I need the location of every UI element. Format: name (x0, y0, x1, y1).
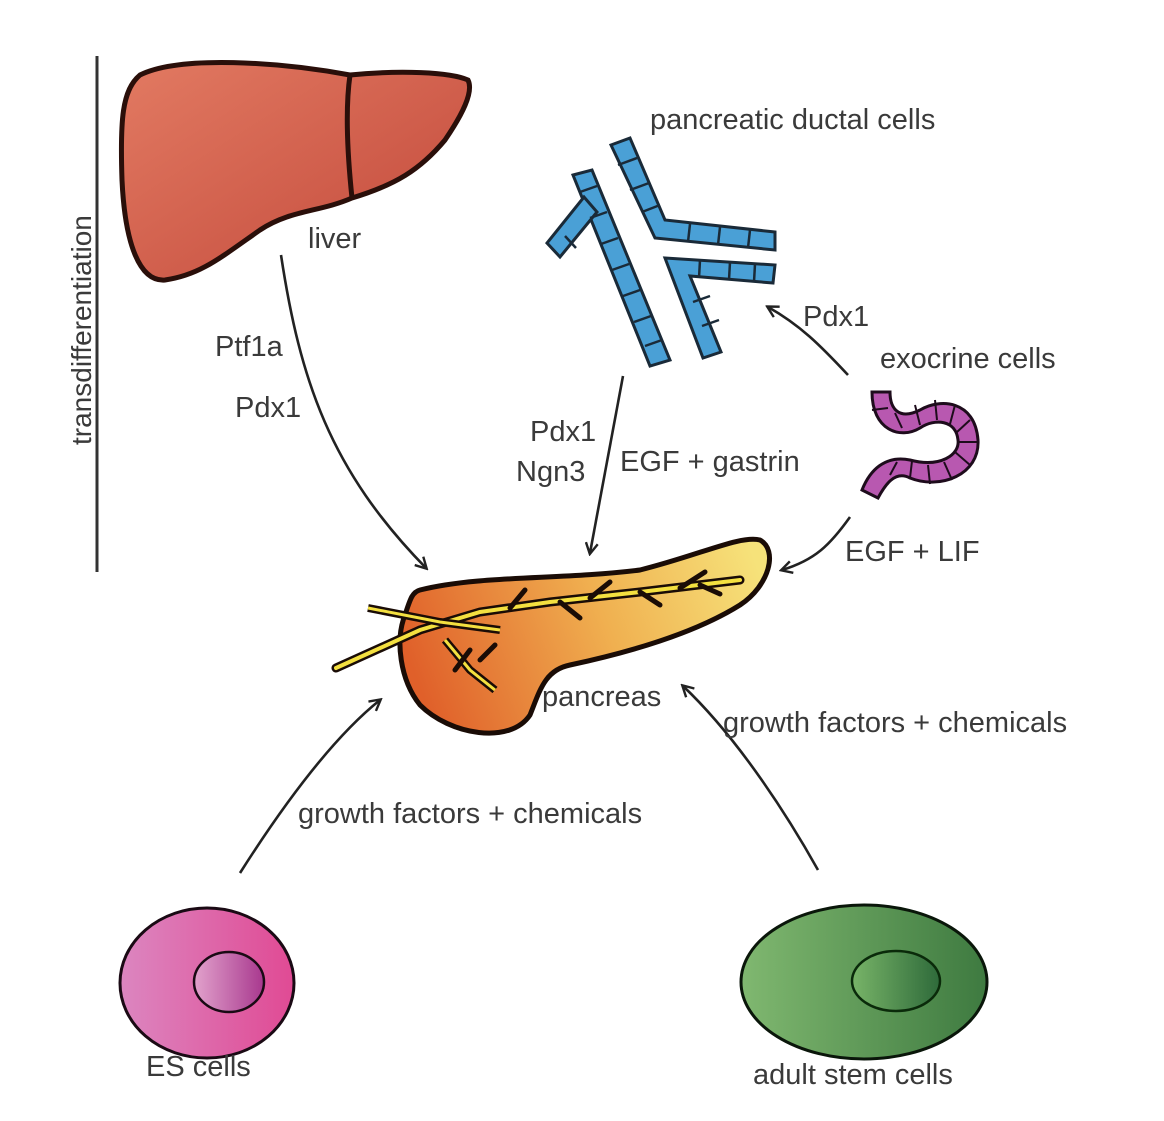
es-cells-icon (118, 906, 296, 1060)
edge-label-adult-growth-factors: growth factors + chemicals (723, 707, 1068, 739)
adult-stem-cells-label: adult stem cells (753, 1059, 953, 1091)
liver-icon (118, 60, 472, 283)
arrow-exocrine-to-pancreas (782, 516, 852, 570)
pancreas-label: pancreas (542, 681, 662, 713)
adult-stem-cells-icon (739, 903, 989, 1061)
exocrine-cells-icon (860, 390, 980, 500)
edge-label-ptf1a: Ptf1a (215, 331, 283, 363)
edge-label-liver-pdx1: Pdx1 (235, 392, 302, 424)
pancreatic-ductal-cells-label: pancreatic ductal cells (650, 104, 936, 136)
pancreas-icon (331, 536, 772, 736)
edge-label-ngn3: Ngn3 (516, 456, 586, 488)
arrow-exocrine-to-ductal (768, 307, 849, 376)
edge-label-egf-gastrin: EGF + gastrin (620, 446, 800, 478)
arrow-ductal-to-pancreas (590, 375, 625, 553)
es-cells-label: ES cells (146, 1051, 251, 1083)
arrow-adult-to-pancreas (683, 686, 820, 871)
liver-label: liver (308, 223, 362, 255)
exocrine-cells-label: exocrine cells (880, 343, 1056, 375)
edge-label-exocrine-pdx1: Pdx1 (803, 301, 870, 333)
edge-label-es-growth-factors: growth factors + chemicals (298, 798, 643, 830)
edge-label-egf-lif: EGF + LIF (845, 536, 980, 568)
transdifferentiation-label: transdifferentiation (66, 215, 97, 445)
edge-label-ductal-pdx1: Pdx1 (530, 416, 597, 448)
pancreatic-ductal-cells-icon (545, 136, 777, 368)
arrow-liver-to-pancreas (279, 254, 426, 568)
arrow-es-to-pancreas (238, 700, 380, 874)
